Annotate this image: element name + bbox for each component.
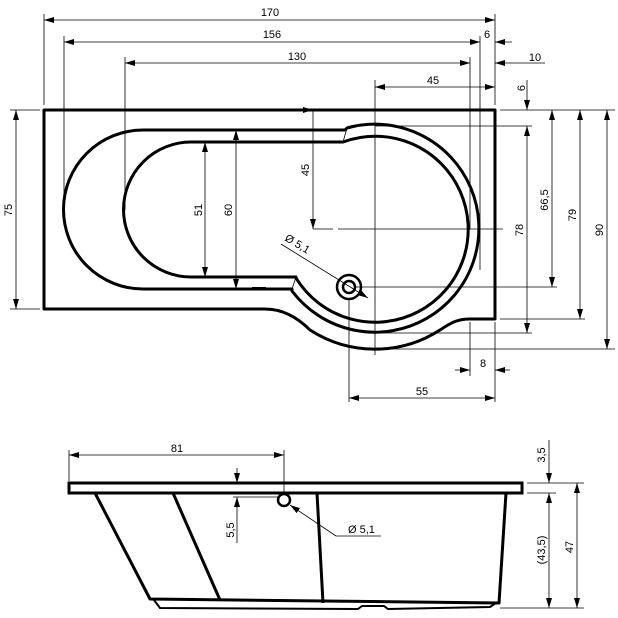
dim-label-8: 8 <box>480 358 486 370</box>
dim-label-60: 60 <box>223 204 235 216</box>
drain-inner <box>341 279 357 295</box>
dim-label-43-5: (43,5) <box>536 536 548 565</box>
basin-outline <box>122 134 470 324</box>
dim-label-47: 47 <box>564 541 576 553</box>
tub-outer-outline <box>42 108 497 351</box>
dim-label-51: 51 <box>193 204 205 216</box>
dim-label-overflow-diameter: Ø 5,1 <box>348 524 375 536</box>
dim-label-66-5: 66,5 <box>539 189 551 210</box>
dim-label-75: 75 <box>3 204 15 216</box>
dim-label-90: 90 <box>594 224 606 236</box>
tub-body-outline <box>93 492 508 605</box>
tub-base <box>153 599 497 611</box>
overflow-hole <box>276 492 292 508</box>
top-view: 170 156 6 130 10 45 6 75 51 60 45 Ø 5,1 … <box>3 7 615 402</box>
dim-label-45-top: 45 <box>427 75 439 87</box>
tub-rim <box>67 481 524 495</box>
dim-label-79: 79 <box>567 209 579 221</box>
dim-label-drain-diameter: Ø 5,1 <box>282 232 311 256</box>
side-view: 81 5,5 Ø 5,1 3,5 (43,5) 47 <box>67 440 584 611</box>
overflow-mark <box>252 287 266 290</box>
tub-body-edge <box>315 492 325 604</box>
dim-label-81: 81 <box>171 443 183 455</box>
dim-label-156: 156 <box>263 29 281 41</box>
extension-lines <box>10 14 615 402</box>
dim-label-3-5: 3,5 <box>536 447 548 462</box>
dim-label-55: 55 <box>416 386 428 398</box>
dim-label-130: 130 <box>288 51 306 63</box>
dim-label-78: 78 <box>514 224 526 236</box>
dim-label-10: 10 <box>529 52 541 64</box>
dim-label-45-depth: 45 <box>300 164 312 176</box>
tub-body-edge <box>171 492 222 601</box>
dim-label-5-5: 5,5 <box>225 522 237 537</box>
dim-label-6-top: 6 <box>516 85 528 91</box>
dim-label-170: 170 <box>261 7 279 19</box>
dim-label-6-right: 6 <box>484 29 490 41</box>
rim-outline <box>62 122 481 334</box>
